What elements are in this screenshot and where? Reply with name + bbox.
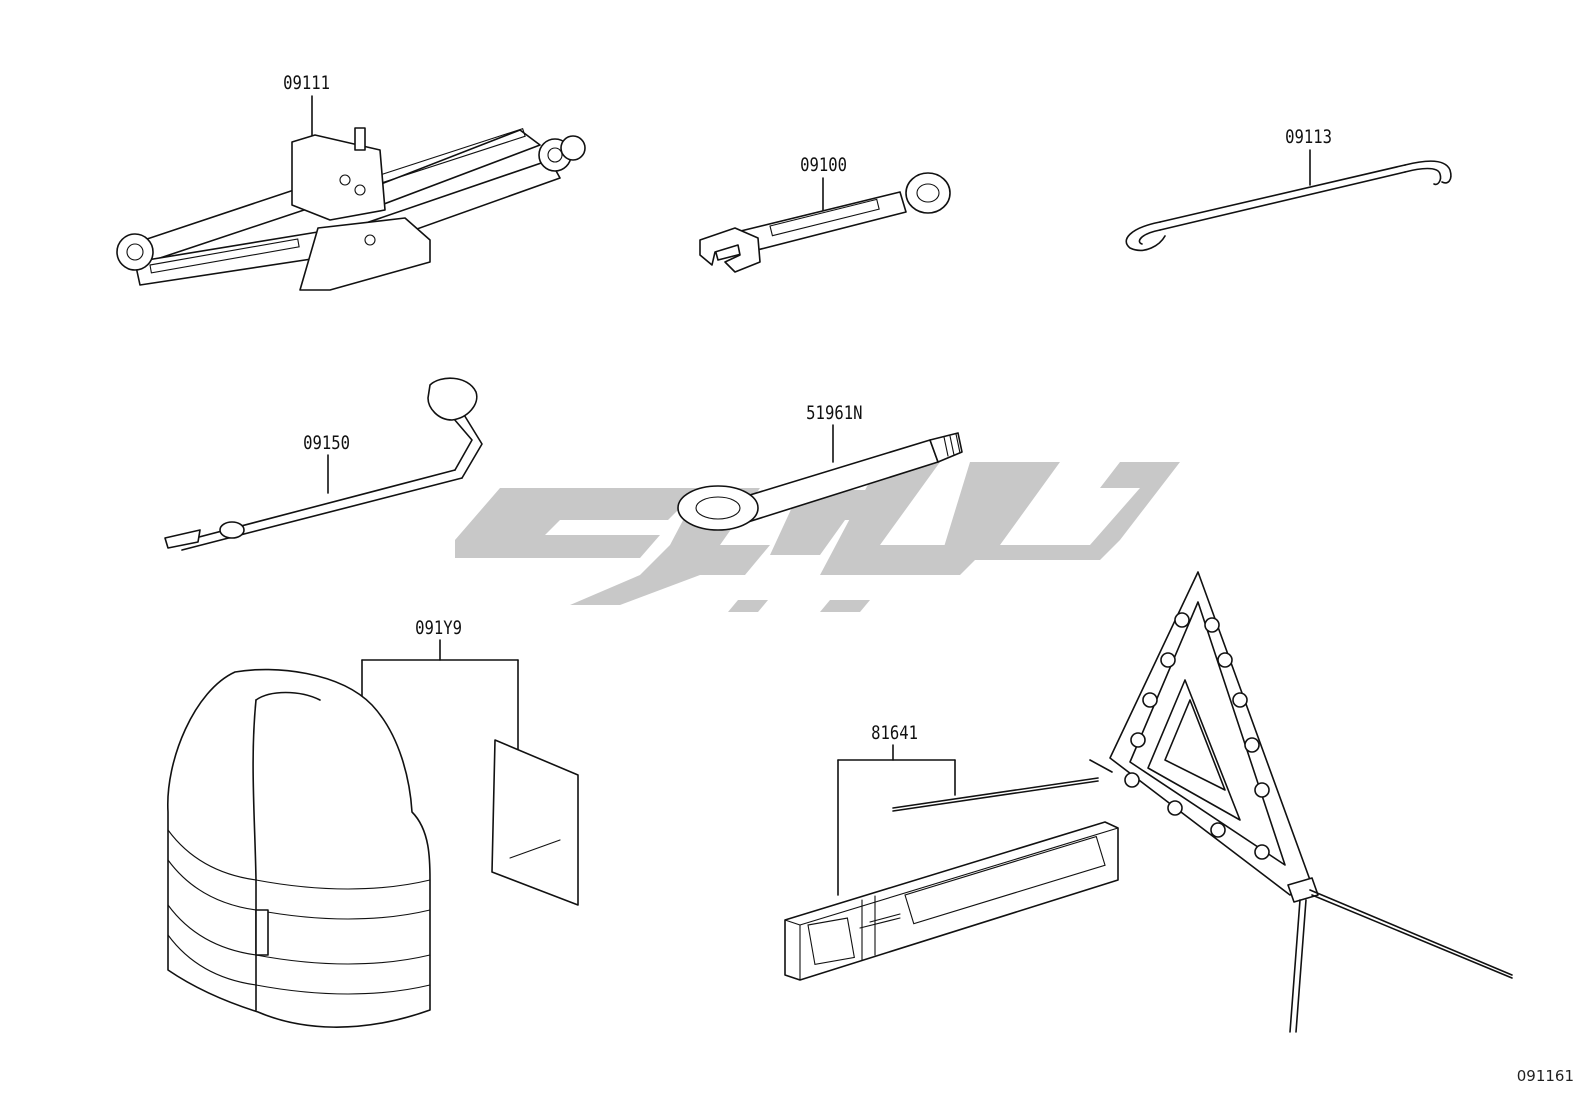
reflector-dots xyxy=(1124,612,1270,860)
part-number-extension-bar: 51961N xyxy=(806,402,863,424)
jack-drawing xyxy=(116,95,586,291)
jack-handle-drawing xyxy=(1125,149,1452,252)
wrench-drawing xyxy=(699,172,951,273)
diagram-id: 091161 xyxy=(1516,1067,1574,1085)
part-number-jack-handle: 09113 xyxy=(1285,126,1333,148)
safety-vest-drawing xyxy=(167,639,579,1028)
lug-wrench-drawing xyxy=(164,377,483,551)
warning-triangle-drawing xyxy=(784,571,1513,1033)
part-number-safety-vest: 091Y9 xyxy=(415,617,463,639)
extension-bar-drawing xyxy=(677,424,963,531)
part-number-wrench: 09100 xyxy=(800,154,848,176)
part-number-lug-wrench: 09150 xyxy=(303,432,351,454)
part-number-warning-triangle: 81641 xyxy=(871,722,919,744)
part-number-jack: 09111 xyxy=(283,72,331,94)
watermark-logo xyxy=(455,462,1180,612)
